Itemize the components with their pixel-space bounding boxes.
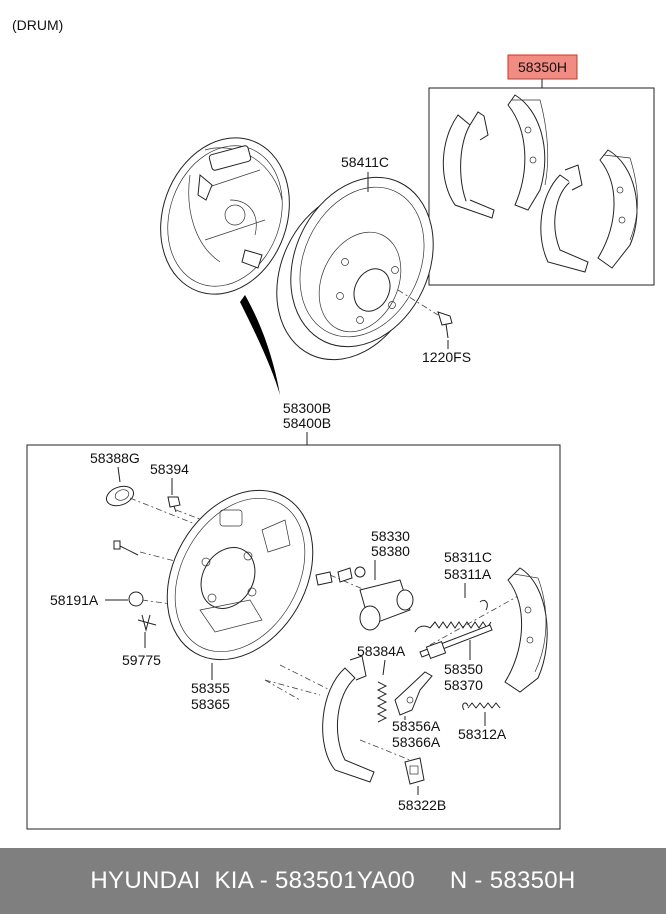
label-spring-upper-a[interactable]: 58311C [444,549,492,565]
brake-drum-illustration [276,176,434,361]
label-hold-spring[interactable]: 58384A [357,643,406,659]
footer-gap [415,867,450,895]
left-shoe-illustration [322,655,375,783]
label-lever-b[interactable]: 58366A [392,734,441,750]
label-plate-a[interactable]: 58355 [191,680,230,696]
adjuster-illustration [419,624,493,660]
footer-oem-number: HYUNDAI KIA - 583501YA00 [90,867,415,894]
fittings-illustration [315,567,353,586]
upper-spring-illustration [414,599,492,633]
label-plug[interactable]: 58388G [90,450,140,466]
label-assembly-a[interactable]: 58300B [283,400,331,416]
screw-illustration [437,311,453,339]
label-cylinder-b[interactable]: 58380 [371,543,410,559]
label-shoe-kit[interactable]: 58350H [518,59,567,75]
right-shoe-illustration [504,567,548,693]
plug-illustration [105,485,135,507]
nipple-illustration [128,591,144,607]
label-clip-pin[interactable]: 59775 [122,652,161,668]
label-retainer[interactable]: 58322B [398,797,446,813]
lever-illustration [394,671,433,716]
label-adjuster-a[interactable]: 58350 [444,661,483,677]
retainer-illustration [404,757,425,785]
bolt-illustration [167,496,181,513]
brake-shoe-kit-illustration [442,94,638,273]
label-drum[interactable]: 58411C [341,154,389,170]
label-screw[interactable]: 1220FS [422,349,471,365]
wheel-cylinder-illustration [354,566,414,631]
assembly-box [26,444,561,830]
backing-plate-illustration [166,489,314,661]
hold-spring-illustration [376,681,388,723]
label-adjuster-b[interactable]: 58370 [444,677,483,693]
label-spring-upper-b[interactable]: 58311A [444,566,492,582]
parts-diagram: (DRUM) 58350H [12,17,655,830]
label-bolt[interactable]: 58394 [150,461,189,477]
assembly-pointer [240,295,280,395]
label-plate-b[interactable]: 58365 [191,696,230,712]
label-cylinder-a[interactable]: 58330 [371,528,410,544]
label-nipple[interactable]: 58191A [50,592,99,608]
footer-part-number: N - 58350H [449,867,576,894]
lower-spring-illustration [462,702,501,711]
pin-illustration [113,540,139,556]
footer-bar: HYUNDAI KIA - 583501YA00 N - 58350H [0,848,666,914]
clip-pin-illustration [137,614,157,632]
brake-assembly-illustration [160,137,290,295]
label-assembly-b[interactable]: 58400B [283,415,331,431]
label-spring-lower[interactable]: 58312A [458,726,507,742]
diagram-caption: (DRUM) [12,17,63,33]
label-lever-a[interactable]: 58356A [392,718,441,734]
